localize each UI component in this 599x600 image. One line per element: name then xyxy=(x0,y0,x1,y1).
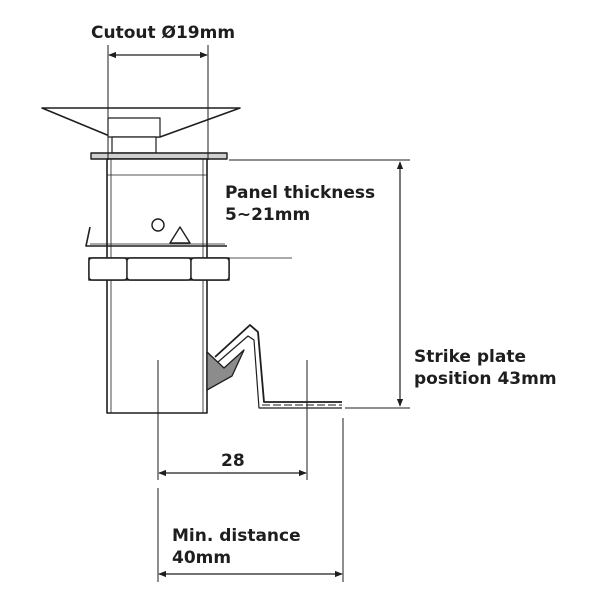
spring-clip xyxy=(85,226,227,247)
hex-nut xyxy=(88,257,230,281)
labels: Cutout Ø19mm Panel thickness 5~21mm Stri… xyxy=(91,23,557,568)
min-distance-value: 40mm xyxy=(172,548,231,568)
lock-head-collar xyxy=(107,117,161,138)
lock-cylinder-body xyxy=(106,158,208,414)
cam-arm xyxy=(214,324,342,403)
lock-neck xyxy=(111,136,157,154)
cutout-label: Cutout Ø19mm xyxy=(91,23,235,43)
cam-hook xyxy=(206,349,245,391)
dimension-lines xyxy=(107,45,410,582)
panel-plate xyxy=(90,152,228,160)
detent-pin xyxy=(169,226,191,244)
cam-lock-drawing xyxy=(41,107,342,414)
min-distance-label: Min. distance xyxy=(172,526,301,546)
dimension-28-label: 28 xyxy=(221,451,245,471)
strike-plate-value: position 43mm xyxy=(414,369,557,389)
strike-plate-label: Strike plate xyxy=(414,347,526,367)
panel-thickness-label: Panel thickness xyxy=(225,183,375,203)
panel-thickness-value: 5~21mm xyxy=(225,205,310,225)
detent-hole xyxy=(151,218,165,232)
